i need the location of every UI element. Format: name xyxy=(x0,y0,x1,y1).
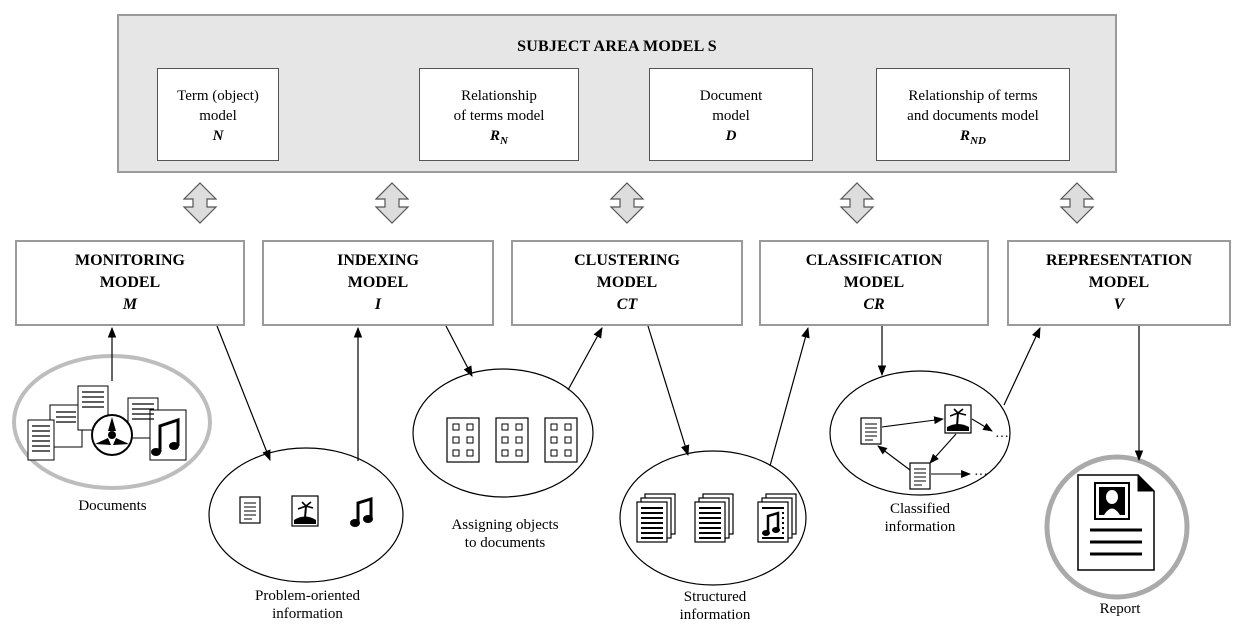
relationship-of-terms-box: Relationship of terms model RN xyxy=(419,68,579,161)
subject-area-title: SUBJECT AREA MODEL S xyxy=(517,38,717,55)
monitoring-model-box: MONITORING MODEL M xyxy=(15,240,245,326)
indexing-line1: INDEXING xyxy=(337,252,419,269)
relationship-td-line1: Relationship of terms xyxy=(908,88,1038,104)
representation-line1: REPRESENTATION xyxy=(1045,252,1193,269)
music-note-icon xyxy=(350,496,373,527)
classification-graph-icon: ··· ··· xyxy=(860,404,1009,490)
bidirectional-arrow-indexing xyxy=(375,182,409,224)
document-stack-icon xyxy=(636,493,676,543)
svg-text:···: ··· xyxy=(995,430,1009,445)
classification-line2: MODEL xyxy=(843,274,905,291)
subject-area-model-panel: SUBJECT AREA MODEL S Term (object) model… xyxy=(117,14,1117,173)
flow-arrow-classified-to-representation xyxy=(1003,327,1041,406)
classified-label-line2: information xyxy=(884,519,956,535)
term-model-symbol: N xyxy=(212,128,224,144)
image-icon xyxy=(291,495,319,527)
document-model-box: Document model D xyxy=(649,68,813,161)
indexing-model-box: INDEXING MODEL I xyxy=(262,240,494,326)
structured-label: Structured information xyxy=(630,588,800,624)
bidirectional-arrow-classification xyxy=(840,182,874,224)
problem-oriented-label-line1: Problem-oriented xyxy=(255,588,360,604)
monitoring-line1: MONITORING xyxy=(75,252,185,269)
document-model-symbol: D xyxy=(725,128,737,144)
classification-line1: CLASSIFICATION xyxy=(805,252,943,269)
svg-text:···: ··· xyxy=(974,468,988,483)
music-document-stack-icon xyxy=(757,493,797,543)
problem-oriented-label-line2: information xyxy=(272,606,343,622)
relationship-terms-symbol: RN xyxy=(490,128,508,147)
assigning-label-line1: Assigning objects xyxy=(451,517,559,533)
assigning-label: Assigning objects to documents xyxy=(420,516,590,552)
document-stack-icon xyxy=(694,493,734,543)
report-document-icon xyxy=(1077,474,1155,571)
term-model-line2: model xyxy=(199,108,237,124)
representation-model-box: REPRESENTATION MODEL V xyxy=(1007,240,1231,326)
monitoring-symbol: M xyxy=(122,296,138,313)
bidirectional-arrow-representation xyxy=(1060,182,1094,224)
assigning-label-line2: to documents xyxy=(464,535,546,551)
bidirectional-arrow-monitoring xyxy=(183,182,217,224)
flow-arrow-structured-to-classification xyxy=(769,326,810,467)
bidirectional-arrow-clustering xyxy=(610,182,644,224)
relationship-terms-line1: Relationship xyxy=(461,88,537,104)
structured-label-line2: information xyxy=(679,607,751,623)
object-grid-icon xyxy=(446,417,480,463)
documents-collage-icon xyxy=(27,385,187,461)
relationship-terms-documents-box: Relationship of terms and documents mode… xyxy=(876,68,1070,161)
flow-arrow-clustering-to-structured xyxy=(647,325,690,457)
document-model-line1: Document xyxy=(699,88,763,104)
monitoring-line2: MODEL xyxy=(99,274,161,291)
object-grid-icon xyxy=(544,417,578,463)
classification-model-box: CLASSIFICATION MODEL CR xyxy=(759,240,989,326)
term-model-line1: Term (object) xyxy=(177,88,259,104)
indexing-line2: MODEL xyxy=(347,274,409,291)
documents-label: Documents xyxy=(78,498,147,514)
document-model-line2: model xyxy=(712,108,750,124)
flow-arrow-monitoring-to-problem xyxy=(216,325,271,462)
structured-label-line1: Structured xyxy=(683,589,747,605)
classified-ellipse xyxy=(829,370,1011,496)
relationship-terms-line2: of terms model xyxy=(453,108,545,124)
relationship-td-line2: and documents model xyxy=(907,108,1039,124)
clustering-line1: CLUSTERING xyxy=(574,252,680,269)
representation-line2: MODEL xyxy=(1088,274,1150,291)
relationship-td-symbol: RND xyxy=(960,128,986,147)
indexing-symbol: I xyxy=(374,296,382,313)
object-grid-icon xyxy=(495,417,529,463)
classified-label-line1: Classified xyxy=(890,501,950,517)
representation-symbol: V xyxy=(1113,296,1125,313)
flow-arrow-assigning-to-clustering xyxy=(567,327,603,391)
classification-symbol: CR xyxy=(863,296,885,313)
classified-label: Classified information xyxy=(845,500,995,536)
flow-arrow-indexing-to-assigning xyxy=(445,325,473,377)
clustering-symbol: CT xyxy=(616,296,638,313)
problem-oriented-label: Problem-oriented information xyxy=(210,587,405,623)
report-label: Report xyxy=(1099,601,1141,617)
clustering-line2: MODEL xyxy=(596,274,658,291)
term-model-box: Term (object) model N xyxy=(157,68,279,161)
clustering-model-box: CLUSTERING MODEL CT xyxy=(511,240,743,326)
text-document-icon xyxy=(239,496,261,524)
